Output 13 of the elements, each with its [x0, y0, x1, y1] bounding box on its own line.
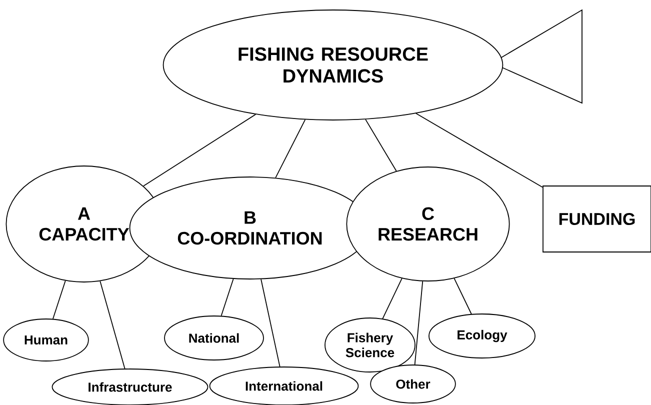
- connector-line: [275, 119, 306, 178]
- connector-line: [414, 280, 424, 366]
- connector-line: [143, 114, 256, 186]
- connector-line: [365, 118, 397, 172]
- funding-box: FUNDING: [542, 186, 651, 252]
- connector-line: [52, 280, 66, 320]
- connector-line: [220, 278, 234, 316]
- connector-line: [454, 278, 472, 314]
- node-label: Other: [396, 379, 430, 389]
- connector-line: [382, 278, 402, 320]
- connector-line: [100, 280, 126, 370]
- connector-line: [260, 278, 280, 368]
- connector-line: [416, 112, 543, 188]
